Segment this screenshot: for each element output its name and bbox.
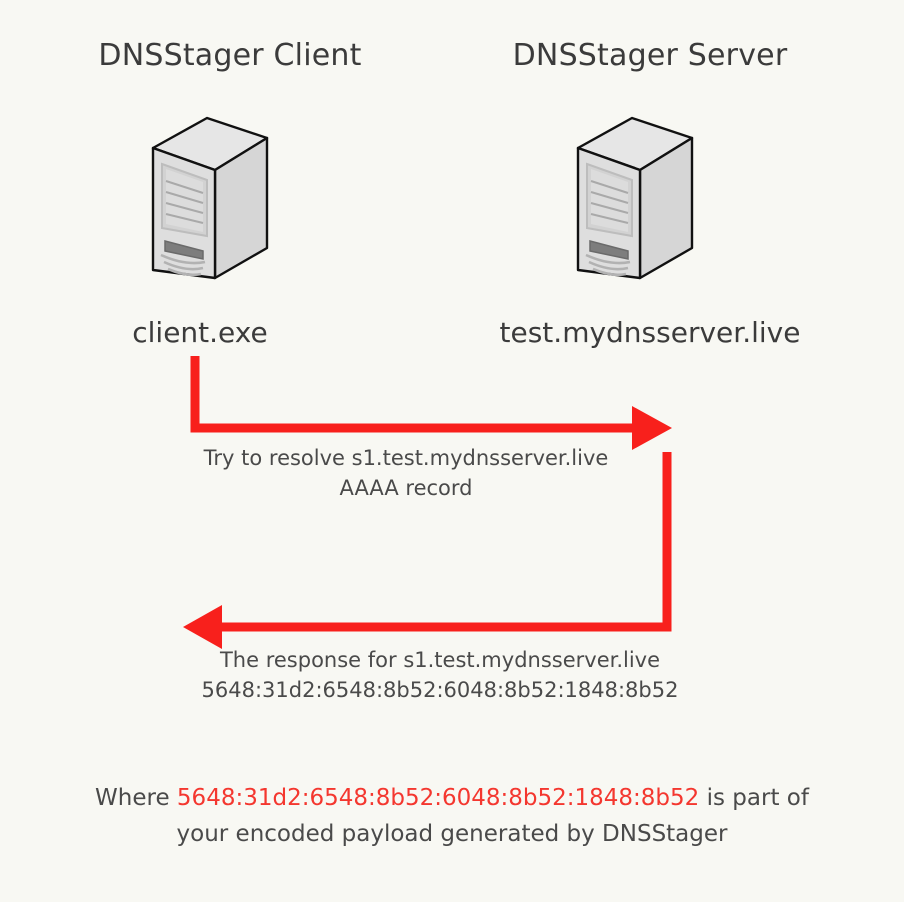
request-caption: Try to resolve s1.test.mydnsserver.live … xyxy=(152,443,660,503)
response-caption-line-2: 5648:31d2:6548:8b52:6048:8b52:1848:8b52 xyxy=(201,678,679,702)
client-node-title: DNSStager Client xyxy=(98,38,362,73)
request-caption-line-1: Try to resolve s1.test.mydnsserver.live xyxy=(203,446,609,470)
request-caption-line-2: AAAA record xyxy=(339,476,473,500)
footnote-payload: 5648:31d2:6548:8b52:6048:8b52:1848:8b52 xyxy=(176,785,700,811)
client-node-label: client.exe xyxy=(132,316,268,349)
request-arrow xyxy=(190,356,672,450)
footnote-prefix: Where xyxy=(95,785,177,811)
response-caption: The response for s1.test.mydnsserver.liv… xyxy=(160,645,720,705)
server-node-label: test.mydnsserver.live xyxy=(499,316,801,349)
response-caption-line-1: The response for s1.test.mydnsserver.liv… xyxy=(219,648,661,672)
footnote: Where 5648:31d2:6548:8b52:6048:8b52:1848… xyxy=(72,780,832,852)
footnote-suffix: is part of xyxy=(699,785,809,811)
footnote-line-2: your encoded payload generated by DNSSta… xyxy=(176,821,728,847)
footnote-line-1: Where 5648:31d2:6548:8b52:6048:8b52:1848… xyxy=(72,780,832,816)
server-tower-icon xyxy=(576,116,694,280)
server-tower-icon xyxy=(151,116,269,280)
server-node-title: DNSStager Server xyxy=(512,38,788,73)
